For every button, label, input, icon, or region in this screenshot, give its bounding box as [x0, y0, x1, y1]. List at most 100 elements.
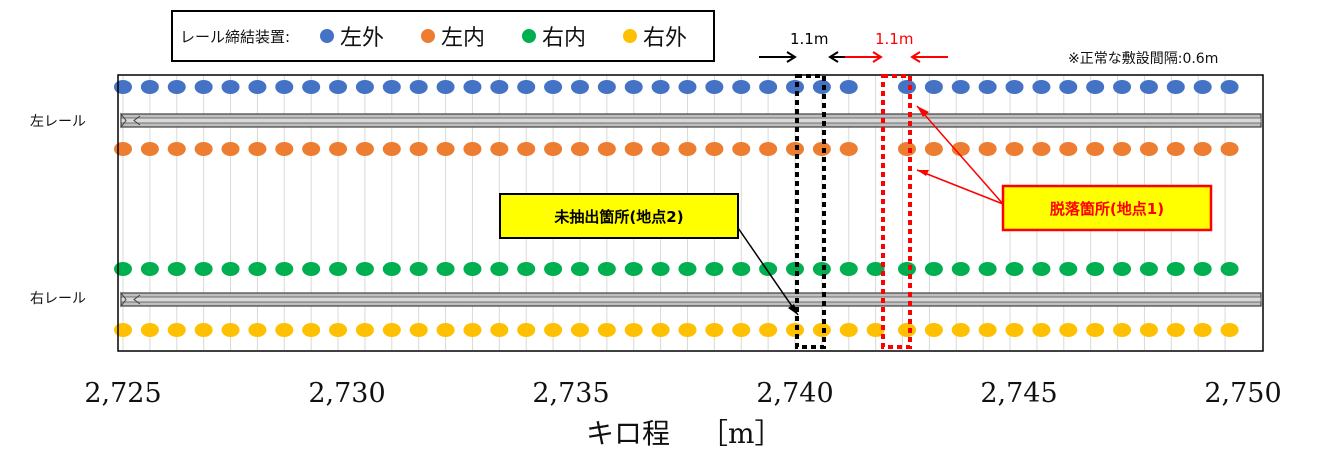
point-left-outer-35	[1086, 80, 1105, 94]
point-left-outer-36	[1113, 80, 1132, 94]
point-right-outer-20	[651, 323, 670, 337]
point-right-outer-32	[978, 323, 997, 337]
point-left-outer-23	[732, 80, 751, 94]
point-left-outer-24	[759, 80, 778, 94]
point-left-inner-13	[463, 142, 482, 156]
point-left-inner-31	[978, 142, 997, 156]
point-right-outer-22	[705, 323, 724, 337]
point-right-inner-24	[759, 262, 778, 276]
point-right-inner-30	[924, 262, 943, 276]
point-right-inner-1	[140, 262, 159, 276]
point-left-inner-11	[409, 142, 428, 156]
point-left-inner-30	[951, 142, 970, 156]
callout-arrowhead-red-upper-icon	[917, 106, 929, 117]
point-right-outer-33	[1005, 323, 1024, 337]
point-left-outer-30	[951, 80, 970, 94]
point-left-inner-0	[114, 142, 132, 156]
x-tick-label-0: 2,725	[84, 378, 161, 409]
point-left-inner-18	[597, 142, 616, 156]
point-left-inner-33	[1032, 142, 1051, 156]
point-right-inner-8	[329, 262, 348, 276]
point-left-inner-15	[517, 142, 536, 156]
spacing-note: ※正常な敷設間隔:0.6m	[1068, 51, 1218, 67]
point-right-inner-20	[651, 262, 670, 276]
point-left-inner-1	[140, 142, 159, 156]
point-left-inner-9	[355, 142, 374, 156]
point-right-inner-16	[544, 262, 563, 276]
point-right-outer-28	[866, 323, 885, 337]
point-left-outer-5	[248, 80, 267, 94]
point-right-outer-12	[436, 323, 455, 337]
point-right-outer-21	[678, 323, 697, 337]
span-label-black: 1.1m	[790, 30, 828, 48]
point-left-outer-26	[812, 80, 831, 94]
legend-marker-left-outer	[320, 29, 334, 43]
point-right-inner-29	[898, 262, 916, 276]
point-right-outer-37	[1113, 323, 1132, 337]
point-right-inner-40	[1193, 262, 1212, 276]
callout-line-red-lower	[916, 169, 1004, 205]
point-left-inner-4	[221, 142, 240, 156]
point-left-outer-13	[463, 80, 482, 94]
point-left-outer-12	[436, 80, 455, 94]
point-left-outer-8	[329, 80, 348, 94]
point-left-inner-17	[570, 142, 589, 156]
point-left-inner-20	[651, 142, 670, 156]
point-right-outer-18	[597, 323, 616, 337]
point-right-outer-11	[409, 323, 428, 337]
arrow-left-red-icon	[910, 51, 948, 63]
point-left-inner-21	[678, 142, 697, 156]
left-rail-label: 左レール	[30, 114, 86, 130]
point-right-outer-4	[221, 323, 240, 337]
point-left-outer-15	[517, 80, 536, 94]
point-right-outer-26	[812, 323, 831, 337]
point-right-inner-9	[355, 262, 374, 276]
point-right-inner-23	[732, 262, 751, 276]
point-right-inner-11	[409, 262, 428, 276]
point-right-outer-1	[140, 323, 159, 337]
legend: レール締結装置: 左外 左内 右内 右外	[171, 10, 715, 62]
point-left-outer-27	[839, 80, 858, 94]
point-left-outer-14	[490, 80, 509, 94]
point-left-outer-0	[114, 80, 132, 94]
point-left-inner-7	[302, 142, 321, 156]
point-right-inner-27	[839, 262, 858, 276]
point-left-outer-6	[275, 80, 294, 94]
point-left-inner-3	[194, 142, 213, 156]
point-right-inner-37	[1113, 262, 1132, 276]
right-rail	[120, 291, 1262, 308]
point-left-outer-19	[624, 80, 643, 94]
point-right-inner-28	[866, 262, 885, 276]
point-right-outer-27	[839, 323, 858, 337]
point-left-inner-8	[329, 142, 348, 156]
callout-line-red-upper	[916, 105, 1004, 205]
point-right-inner-5	[248, 262, 267, 276]
point-left-inner-26	[812, 142, 831, 156]
point-right-inner-4	[221, 262, 240, 276]
callout-unextracted: 未抽出箇所(地点2)	[499, 193, 799, 316]
left-rail	[120, 112, 1262, 129]
point-left-inner-32	[1005, 142, 1024, 156]
point-right-inner-32	[978, 262, 997, 276]
point-left-inner-35	[1086, 142, 1105, 156]
point-left-outer-38	[1166, 80, 1185, 94]
point-right-outer-29	[898, 323, 916, 337]
x-axis-label: キロ程 ［m］	[586, 417, 783, 450]
plot-frame	[117, 74, 1264, 352]
point-left-inner-34	[1059, 142, 1078, 156]
legend-label-right-inner: 右内	[542, 26, 586, 51]
legend-marker-right-inner	[522, 29, 536, 43]
point-right-outer-0	[114, 323, 132, 337]
x-tick-label-2: 2,735	[532, 378, 609, 409]
arrow-right-red-icon	[845, 51, 883, 63]
point-right-inner-3	[194, 262, 213, 276]
point-right-outer-41	[1220, 323, 1239, 337]
point-right-inner-41	[1220, 262, 1239, 276]
point-left-inner-24	[759, 142, 778, 156]
point-right-outer-40	[1193, 323, 1212, 337]
point-right-inner-2	[167, 262, 186, 276]
callout-dropout: 脱落箇所(地点1)	[916, 105, 1213, 232]
point-right-outer-8	[329, 323, 348, 337]
